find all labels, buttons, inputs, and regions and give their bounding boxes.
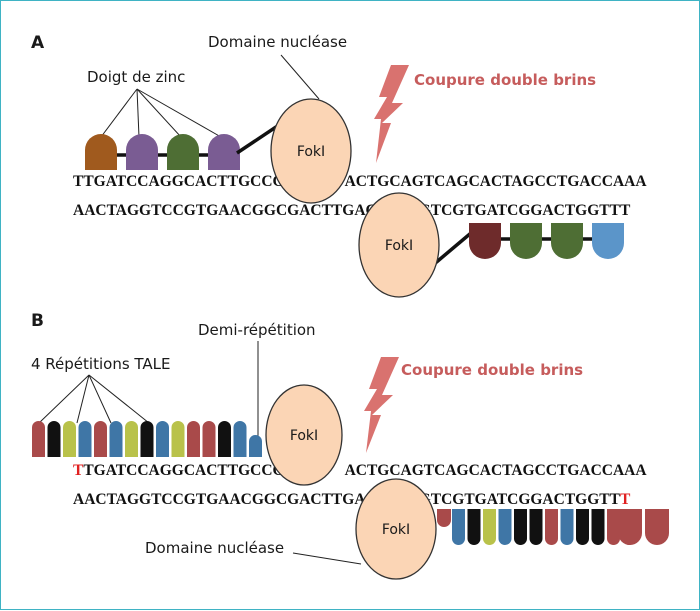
tale-repeat-bottom-4: [498, 509, 512, 546]
tale-repeat-bottom-7: [545, 509, 558, 546]
dna-strand-top-a: TTGATCCAGGCACTTGCCG ACTGCAGTCAGCACTAGCCTG…: [73, 173, 647, 190]
tale-repeat-array-top: [32, 421, 262, 457]
domain-callout-line-b: [292, 552, 362, 565]
tale-repeat-bottom-5: [514, 509, 527, 546]
panel-a-letter: A: [31, 33, 45, 53]
foki-label-top-b: FokI: [290, 428, 318, 444]
label-domain-nuclease-a: Domaine nucléase: [208, 33, 347, 51]
tale-repeat-bottom-end-2: [645, 509, 669, 545]
tale-repeat-bottom-6: [529, 509, 543, 546]
tale-repeat-top-10: [171, 421, 185, 457]
tale-repeat-top-1: [32, 421, 45, 457]
label-double-strand-cut-a: Coupure double brins: [414, 71, 596, 89]
foki-label-bottom-b: FokI: [382, 522, 410, 538]
tale-repeat-bottom-2: [467, 509, 481, 546]
linker-top-a: [236, 123, 280, 155]
zinc-finger-chain-bottom: [469, 223, 624, 259]
tale-repeat-bottom-3: [483, 509, 496, 546]
foki-label-top-a: FokI: [297, 144, 325, 160]
zinc-finger-bottom-1: [469, 223, 501, 259]
tale-repeat-top-11: [187, 421, 200, 457]
foki-domain-bottom-b: [355, 478, 437, 580]
label-tale-repeats: 4 Répétitions TALE: [31, 355, 171, 373]
tale-repeat-bottom-8: [560, 509, 574, 546]
tale-repeat-bottom-9: [576, 509, 589, 546]
tale-repeat-top-14: [233, 421, 247, 457]
dna-top-a-left: TTGATCCAGGCACTTGCCG: [73, 173, 285, 190]
zinc-finger-bottom-2: [510, 223, 542, 259]
domain-callout-line-a: [280, 54, 320, 100]
zinc-finger-bottom-3: [551, 223, 583, 259]
dna-top-b-lead: T: [73, 462, 84, 479]
dna-bottom-b-left: AACTAGGTCCGTGAACGGCGACTTGAC: [73, 491, 377, 508]
dna-bottom-b-right: GTCGTGATCGGACTGGTT: [419, 491, 621, 508]
foki-label-bottom-a: FokI: [385, 238, 413, 254]
dna-strand-bottom-a: AACTAGGTCCGTGAACGGCGACTTGAC GTCGTGATCGGAC…: [73, 202, 631, 219]
tale-repeat-top-8: [140, 421, 154, 457]
tale-repeat-bottom-1: [452, 509, 465, 546]
zinc-finger-top-1: [85, 134, 117, 170]
dna-bottom-a-right: GTCGTGATCGGACTGGTT: [419, 202, 621, 219]
cut-lightning-icon-b: [364, 357, 399, 453]
dna-top-b-left: TGATCCAGGCACTTGCCG: [83, 462, 284, 479]
dna-strand-bottom-b: AACTAGGTCCGTGAACGGCGACTTGAC GTCGTGATCGGAC…: [73, 491, 631, 508]
tale-repeat-top-7: [125, 421, 138, 457]
tale-repeat-top-12: [202, 421, 216, 457]
dna-top-a-right: ACTGCAGTCAGCACTAGCCTGACCAAA: [345, 173, 648, 190]
zinc-finger-bottom-4: [592, 223, 624, 259]
zinc-finger-top-4: [208, 134, 240, 170]
label-zinc-finger: Doigt de zinc: [87, 68, 185, 86]
label-half-repeat: Demi-répétition: [198, 321, 316, 339]
panel-a: A Domaine nucléase Doigt de zinc Coupure…: [31, 33, 647, 298]
tale-repeat-top-6: [109, 421, 123, 457]
foki-domain-bottom-a: [358, 192, 440, 298]
tale-repeat-bottom-end-1: [618, 509, 642, 545]
panel-b-letter: B: [31, 311, 44, 331]
tale-repeat-array-bottom: [437, 509, 669, 546]
tale-repeat-bottom-11: [607, 509, 620, 546]
zinc-callout-lines: [100, 54, 320, 138]
foki-domain-top-a: [270, 98, 352, 204]
panel-b: B Demi-répétition 4 Répétitions TALE Cou…: [31, 311, 669, 580]
linker-bottom-a: [431, 231, 473, 267]
foki-domain-top-b: [265, 384, 343, 486]
tale-half-repeat-bottom: [437, 509, 451, 527]
tale-repeat-top-9: [156, 421, 169, 457]
tale-repeat-top-4: [78, 421, 92, 457]
zinc-finger-top-2: [126, 134, 158, 170]
label-double-strand-cut-b: Coupure double brins: [401, 361, 583, 379]
zinc-finger-top-3: [167, 134, 199, 170]
dna-bottom-a-tail: T: [620, 202, 631, 219]
dna-bottom-b-tail: T: [620, 491, 631, 508]
tale-repeat-bottom-10: [591, 509, 605, 546]
dna-bottom-a-left: AACTAGGTCCGTGAACGGCGACTTGAC: [73, 202, 377, 219]
tale-callout-lines: [38, 341, 362, 565]
tale-repeat-top-2: [47, 421, 61, 457]
tale-repeat-top-13: [218, 421, 231, 457]
cut-lightning-icon-a: [374, 65, 409, 163]
tale-half-repeat-top: [249, 435, 262, 457]
label-domain-nuclease-b: Domaine nucléase: [145, 539, 284, 557]
dna-strand-top-b: TTGATCCAGGCACTTGCCG ACTGCAGTCAGCACTAGCCTG…: [73, 462, 647, 479]
tale-repeat-top-3: [63, 421, 76, 457]
tale-repeat-top-5: [94, 421, 107, 457]
zinc-finger-chain-top: [85, 134, 240, 170]
dna-top-b-right: ACTGCAGTCAGCACTAGCCTGACCAAA: [345, 462, 648, 479]
